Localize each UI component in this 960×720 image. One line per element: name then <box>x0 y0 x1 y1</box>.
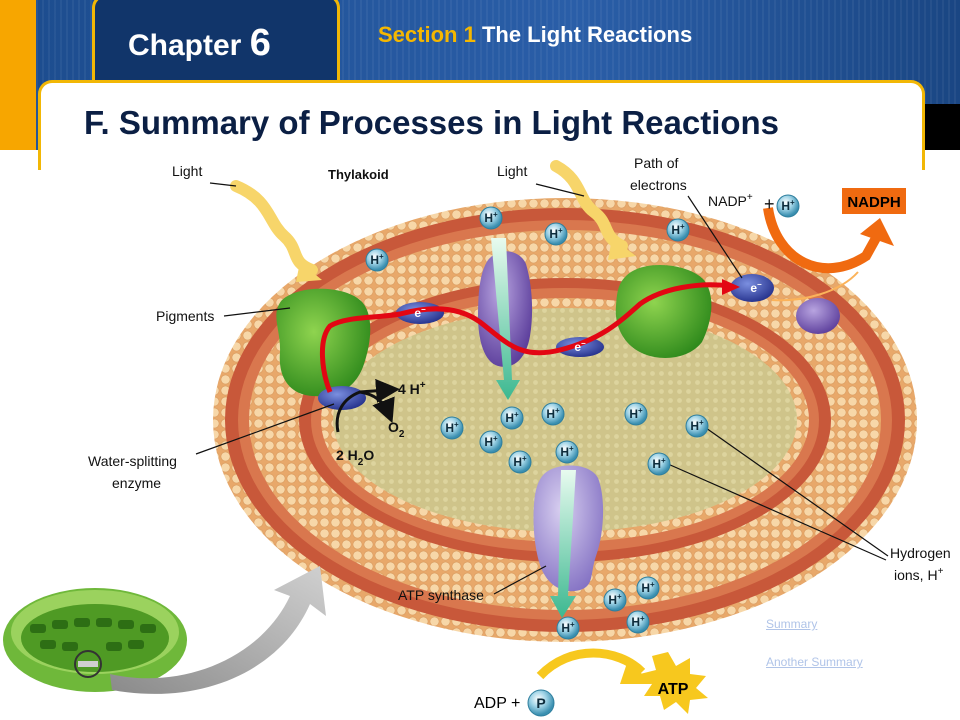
thylakoid-label: Thylakoid <box>328 167 389 182</box>
water-splitting-label-2: enzyme <box>112 475 161 491</box>
light-reactions-diagram: NADPH H+ H+ H+ H+ H+ H+ <box>3 155 951 717</box>
diagram-labels: Light Thylakoid Light Path of electrons … <box>88 155 951 603</box>
phosphate-icon <box>527 689 555 717</box>
svg-text:H+: H+ <box>560 444 574 459</box>
nadp-reductase <box>730 274 774 302</box>
thylakoid-membrane <box>213 198 917 642</box>
h-transport-arrow-cytochrome <box>491 238 520 400</box>
section-heading: Section 1 The Light Reactions <box>378 22 692 48</box>
water-label: 2 H2O <box>336 447 374 468</box>
electron-path <box>319 282 731 393</box>
svg-text:e−: e− <box>414 305 426 320</box>
oxygen-label: O2 <box>388 419 405 440</box>
svg-text:H+: H+ <box>513 454 527 469</box>
svg-text:H+: H+ <box>690 418 704 433</box>
slide-title: F. Summary of Processes in Light Reactio… <box>84 104 780 141</box>
svg-text:H+: H+ <box>629 406 643 421</box>
atp-synthase-label: ATP synthase <box>398 587 484 603</box>
four-h-label: 4 H+ <box>398 380 426 397</box>
hydrogen-ions-label-2: ions, H+ <box>894 566 944 583</box>
svg-text:H+: H+ <box>561 620 575 635</box>
phosphate-label: P <box>536 695 545 711</box>
ferredoxin-complex <box>796 298 840 334</box>
pigments-label: Pigments <box>156 308 214 324</box>
h-transport-arrow-atp-synthase <box>550 470 576 618</box>
svg-text:H+: H+ <box>549 226 563 241</box>
svg-text:H+: H+ <box>641 580 655 595</box>
light-label-right: Light <box>497 163 527 179</box>
plus-sign: + <box>764 194 775 214</box>
water-splitting-label-1: Water-splitting <box>88 453 177 469</box>
svg-text:H+: H+ <box>505 410 519 425</box>
chapter-heading: Chapter 6 <box>128 22 271 65</box>
path-of-electrons-label-1: Path of <box>634 155 678 171</box>
light-label-left: Light <box>172 163 202 179</box>
svg-text:e−: e− <box>750 280 762 295</box>
adp-label: ADP + <box>474 695 520 712</box>
title-edge-block <box>925 104 960 150</box>
light-arrow-left <box>230 180 318 276</box>
chapter-label: Chapter <box>128 29 242 62</box>
electron-carrier-2 <box>556 337 604 357</box>
light-arrow-right <box>550 160 628 252</box>
svg-text:H+: H+ <box>546 406 560 421</box>
hydrogen-ions-label-1: Hydrogen <box>890 545 951 561</box>
svg-text:H+: H+ <box>631 614 645 629</box>
nadph-arrow <box>763 207 881 274</box>
atp-burst <box>640 652 708 714</box>
electron-labels: e− e− e− <box>414 280 762 354</box>
svg-text:H+: H+ <box>652 456 666 471</box>
chapter-number: 6 <box>249 22 271 64</box>
section-label: Section 1 <box>378 22 476 47</box>
svg-text:H+: H+ <box>484 434 498 449</box>
adp-to-atp-arrow <box>536 648 646 680</box>
summary-link[interactable]: Summary <box>766 617 818 631</box>
svg-text:H+: H+ <box>781 198 795 213</box>
svg-text:H+: H+ <box>370 252 384 267</box>
svg-text:H+: H+ <box>484 210 498 225</box>
svg-text:H+: H+ <box>671 222 685 237</box>
svg-text:H+: H+ <box>445 420 459 435</box>
atp-label: ATP <box>658 681 689 698</box>
water-split-arrow <box>335 378 400 433</box>
path-of-electrons-label-2: electrons <box>630 177 687 193</box>
section-title: The Light Reactions <box>481 22 693 47</box>
title-panel <box>38 80 925 170</box>
nadph-label: NADPH <box>847 194 900 211</box>
pointer-lines <box>195 182 889 595</box>
hydrogen-ion-labels: H+ H+ H+ H+ H+ H+ H+ H+ H+ H+ H+ H+ H+ H… <box>370 198 795 635</box>
zoom-arrow <box>110 566 326 694</box>
chloroplast-cross-section <box>3 588 187 692</box>
another-summary-link[interactable]: Another Summary <box>766 655 863 669</box>
nadp-label: NADP+ <box>708 192 753 209</box>
svg-text:e−: e− <box>574 339 586 354</box>
svg-text:H+: H+ <box>608 592 622 607</box>
nadph-box <box>842 188 906 214</box>
